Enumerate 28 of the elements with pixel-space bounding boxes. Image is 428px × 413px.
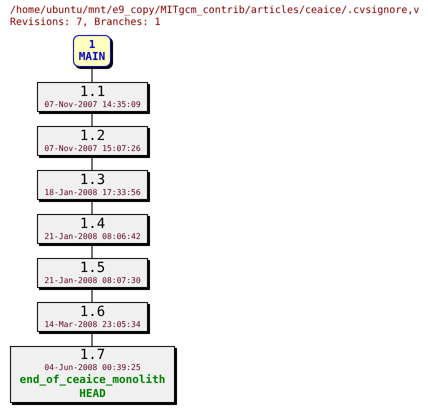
file-path-title: /home/ubuntu/mnt/e9_copy/MITgcm_contrib/articles/ceaice/.cvsignore,v [10, 4, 420, 17]
revision-box [37, 82, 148, 112]
revision-box [37, 258, 148, 288]
revision-date: 14-Mar-2008 23:05:34 [44, 320, 141, 330]
branch-name: MAIN [78, 51, 106, 63]
revision-box [10, 346, 175, 403]
revision-date: 18-Jan-2008 17:33:56 [44, 188, 141, 198]
revision-number: 1.4 [80, 216, 106, 232]
revision-date: 04-Jun-2008 00:39:25 [44, 363, 141, 373]
revision-number: 1.6 [80, 304, 106, 320]
revision-number: 1.2 [80, 128, 106, 144]
revision-date: 07-Nov-2007 15:07:26 [44, 144, 141, 154]
revision-date: 21-Jan-2008 08:06:42 [44, 232, 141, 242]
revision-number: 1.3 [80, 172, 106, 188]
revision-number: 1.1 [80, 84, 106, 100]
tag-label: HEAD [79, 387, 106, 401]
revision-summary: Revisions: 7, Branches: 1 [10, 16, 161, 30]
revision-number: 1.5 [80, 260, 106, 276]
revision-date: 21-Jan-2008 08:07:30 [44, 276, 141, 286]
revision-box [37, 126, 148, 156]
revision-box [37, 302, 148, 332]
branch-box [73, 35, 111, 67]
revision-date: 07-Nov-2007 14:35:09 [44, 100, 141, 110]
revision-box [37, 214, 148, 244]
revision-number: 1.7 [80, 348, 106, 363]
branch-number: 1 [88, 39, 96, 51]
revision-box [37, 170, 148, 200]
tag-label: end_of_ceaice_monolith [20, 373, 166, 387]
